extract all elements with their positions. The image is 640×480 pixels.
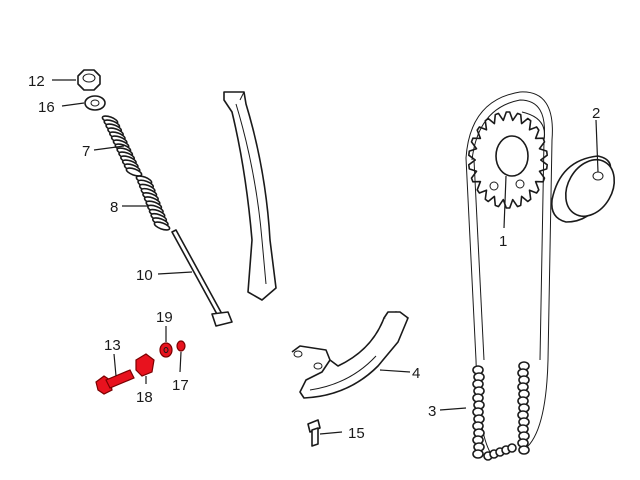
part-15-bolt[interactable] xyxy=(307,419,321,447)
callout-2: 2 xyxy=(592,105,600,122)
callout-12: 12 xyxy=(28,73,45,90)
part-4-lower-chain-guide[interactable] xyxy=(291,311,409,399)
part-10-push-rod[interactable] xyxy=(171,229,233,327)
callout-13: 13 xyxy=(104,337,121,354)
callout-18: 18 xyxy=(136,389,153,406)
cam-chain-guide[interactable] xyxy=(223,91,277,301)
callout-19: 19 xyxy=(156,309,173,326)
part-18-highlighted-collar[interactable] xyxy=(135,353,155,377)
leader-lines xyxy=(52,79,599,435)
callout-16: 16 xyxy=(38,99,55,116)
part-2-sprocket-flange[interactable] xyxy=(550,151,624,225)
callout-8: 8 xyxy=(110,199,118,216)
callout-1: 1 xyxy=(499,233,507,250)
part-16-washer[interactable] xyxy=(84,95,106,111)
part-12-cap-nut[interactable] xyxy=(77,69,101,91)
callout-10: 10 xyxy=(136,267,153,284)
part-17-highlighted-clip[interactable] xyxy=(176,340,186,352)
part-1-cam-sprocket[interactable] xyxy=(468,111,548,209)
part-8-tensioner-spring[interactable] xyxy=(135,174,171,231)
callouts: 12 16 7 8 10 1 2 3 4 15 13 18 19 17 xyxy=(28,73,600,442)
callout-3: 3 xyxy=(428,403,436,420)
part-3-cam-chain[interactable] xyxy=(465,91,553,461)
callout-7: 7 xyxy=(82,143,90,160)
callout-15: 15 xyxy=(348,425,365,442)
part-19-highlighted-washer[interactable] xyxy=(159,342,173,358)
callout-17: 17 xyxy=(172,377,189,394)
part-7-tensioner-spring[interactable] xyxy=(101,114,143,177)
part-13-highlighted-bolt[interactable] xyxy=(95,369,135,395)
callout-4: 4 xyxy=(412,365,420,382)
